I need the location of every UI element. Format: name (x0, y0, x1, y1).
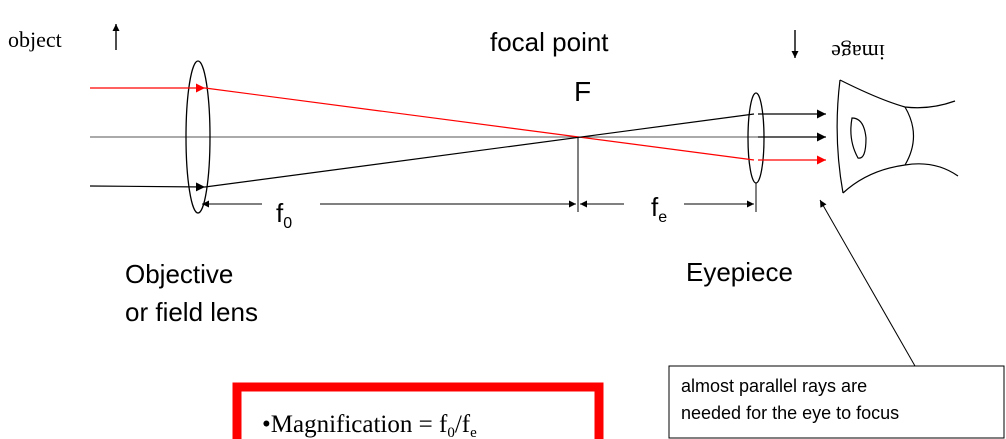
callout-line1: almost parallel rays are (681, 376, 867, 396)
image-label-inverted: image (831, 40, 885, 65)
magnification-formula: •Magnification = f0/fe (262, 411, 477, 439)
focal-point-label: focal point (490, 27, 609, 57)
focal-point-letter: F (574, 76, 591, 107)
callout-pointer (819, 199, 916, 367)
black-incoming-ray (89, 182, 206, 192)
objective-caption-line2: or field lens (125, 297, 258, 327)
red-converging-ray (204, 87, 755, 161)
object-label: object (8, 27, 62, 52)
callout-line2: needed for the eye to focus (681, 403, 899, 423)
f0-label: f0 (276, 198, 292, 232)
magnification-box (232, 382, 604, 439)
objective-caption-line1: Objective (125, 259, 233, 289)
fe-label: fe (651, 192, 667, 226)
objective-lens (185, 60, 211, 214)
callout-box (668, 365, 1005, 439)
eyepiece-lens (747, 92, 765, 184)
eyepiece-caption: Eyepiece (686, 257, 793, 287)
eye-icon (836, 79, 959, 194)
black-converging-ray (204, 113, 755, 188)
